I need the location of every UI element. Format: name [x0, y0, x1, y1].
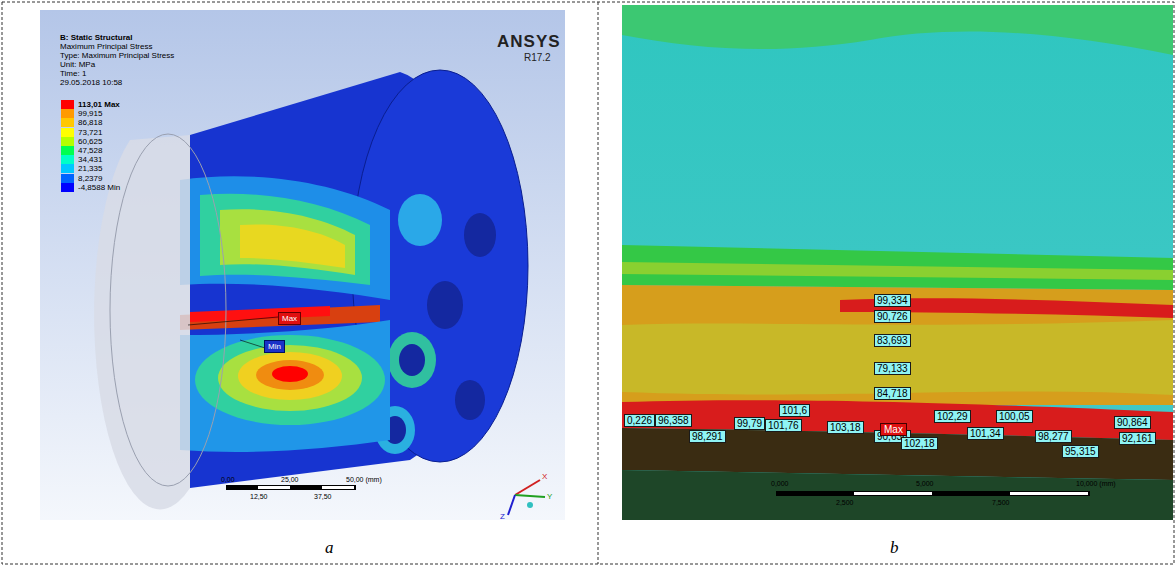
version: R17.2 [524, 52, 551, 63]
probe-value: 79,133 [874, 362, 911, 375]
legend-value: 21,335 [78, 164, 102, 173]
result-title: B: Static Structural [60, 33, 132, 42]
probe-value: 99,334 [874, 294, 911, 307]
probe-value: 103,18 [827, 421, 864, 434]
legend-swatch [61, 174, 74, 183]
result-name: Maximum Principal Stress [60, 42, 152, 51]
scale-label: 5,000 [916, 480, 934, 487]
probe-value: 83,693 [874, 334, 911, 347]
legend-swatch [61, 155, 74, 164]
legend-swatch [61, 100, 74, 109]
scale-label: 0,000 [771, 480, 789, 487]
logo: ANSYS [497, 32, 561, 52]
probe-value: 96,358 [655, 414, 692, 427]
result-date: 29.05.2018 10:58 [60, 78, 122, 87]
legend-swatch [61, 137, 74, 146]
probe-value: 101,76 [765, 419, 802, 432]
panel-caption: a [325, 538, 334, 558]
legend-value: 86,818 [78, 118, 102, 127]
legend-value: 8,2379 [78, 174, 102, 183]
legend-value: 73,721 [78, 128, 102, 137]
max-tag: Max [278, 312, 301, 325]
scale-label: 2,500 [836, 499, 854, 506]
legend-swatch [61, 109, 74, 118]
legend-swatch [61, 164, 74, 173]
legend-value: 60,625 [78, 137, 102, 146]
legend-value: 99,915 [78, 109, 102, 118]
panel-caption: b [890, 538, 899, 558]
probe-value: 102,29 [934, 410, 971, 423]
probe-value: 101,34 [967, 427, 1004, 440]
scale-label: 7,500 [992, 499, 1010, 506]
probe-value: 95,315 [1062, 445, 1099, 458]
legend-value: 113,01 Max [78, 100, 120, 109]
probe-value: 90,726 [874, 310, 911, 323]
min-tag: Min [264, 340, 285, 353]
axis-label: X [542, 472, 547, 481]
scale-label: 12,50 [250, 493, 268, 500]
legend-swatch [61, 146, 74, 155]
probe-max: Max [880, 423, 907, 436]
divider [598, 2, 599, 564]
scale-label: 37,50 [314, 493, 332, 500]
legend-swatch [61, 128, 74, 137]
zoom-view [622, 5, 1173, 520]
probe-value: 100,05 [996, 410, 1033, 423]
probe-value: 84,718 [874, 387, 911, 400]
probe-value: 90,864 [1114, 416, 1151, 429]
probe-value: 99,79 [734, 417, 765, 430]
legend-value: -4,8588 Min [78, 183, 120, 192]
model-view [40, 10, 565, 520]
scale-label: 0,00 [221, 476, 235, 483]
scale-label: 50,00 (mm) [346, 476, 382, 483]
probe-value: 102,18 [901, 437, 938, 450]
probe-value: 98,291 [689, 430, 726, 443]
legend-swatch [61, 118, 74, 127]
legend-value: 34,431 [78, 155, 102, 164]
scale-label: 10,000 (mm) [1076, 480, 1116, 487]
axis-label: Y [547, 492, 552, 501]
probe-value: 0,226 [624, 414, 655, 427]
scale-label: 25,00 [281, 476, 299, 483]
result-type: Type: Maximum Principal Stress [60, 51, 174, 60]
probe-value: 98,277 [1035, 430, 1072, 443]
probe-value: 101,6 [779, 404, 810, 417]
result-time: Time: 1 [60, 69, 86, 78]
legend-value: 47,528 [78, 146, 102, 155]
result-unit: Unit: MPa [60, 60, 95, 69]
axis-label: Z [500, 512, 505, 521]
legend-swatch [61, 183, 74, 192]
probe-value: 92,161 [1119, 432, 1156, 445]
